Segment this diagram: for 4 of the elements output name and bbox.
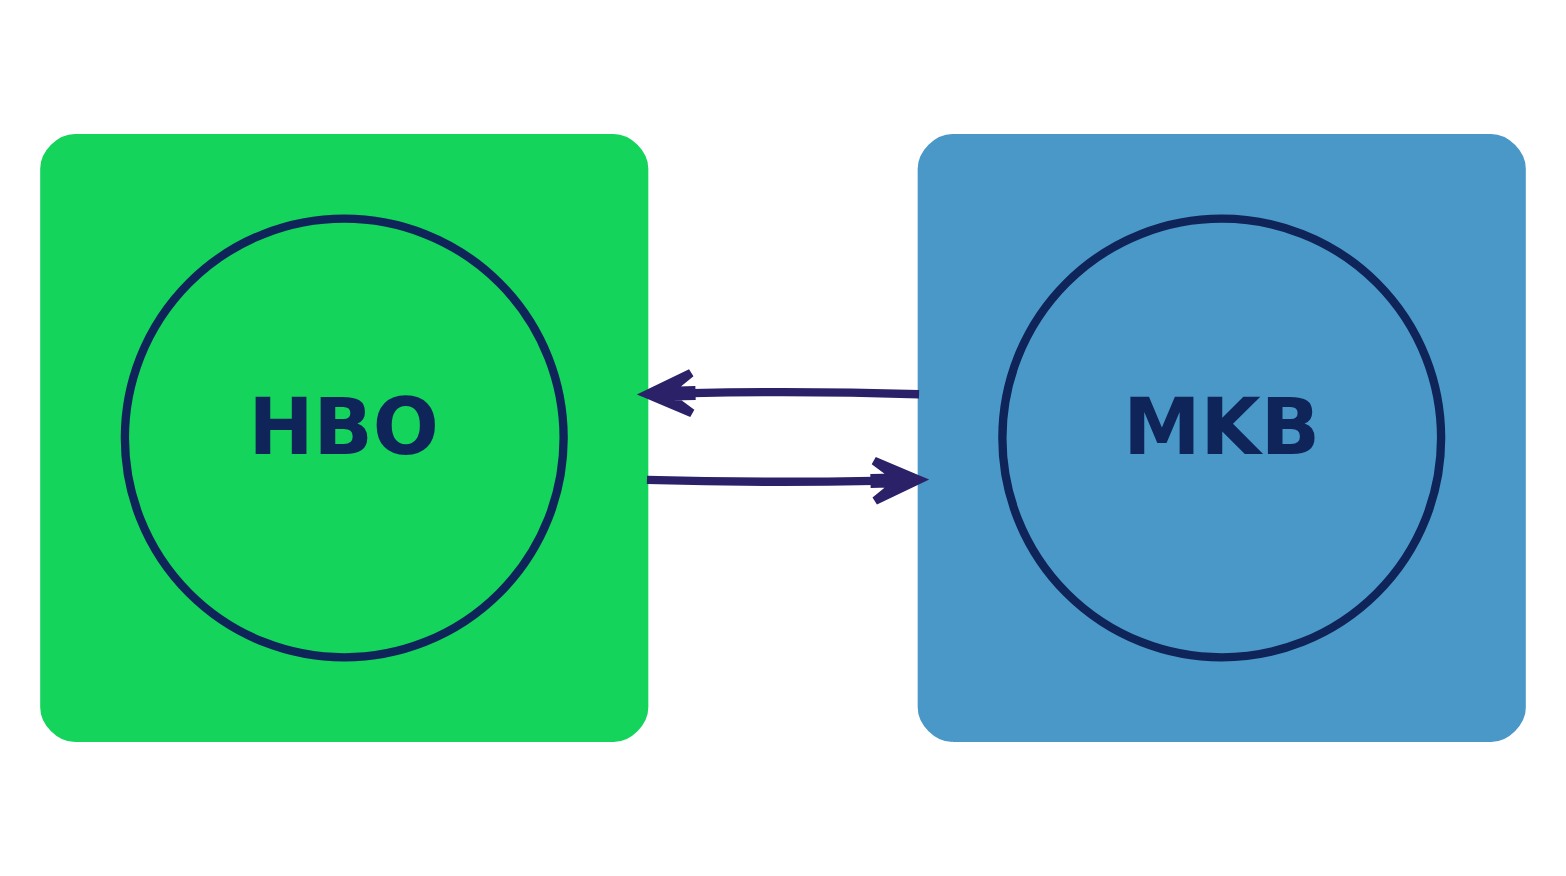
cluster xyxy=(917,133,1526,743)
node-circle: HBO xyxy=(120,214,568,662)
node-circle: MKB xyxy=(998,214,1446,662)
cluster xyxy=(40,133,649,743)
